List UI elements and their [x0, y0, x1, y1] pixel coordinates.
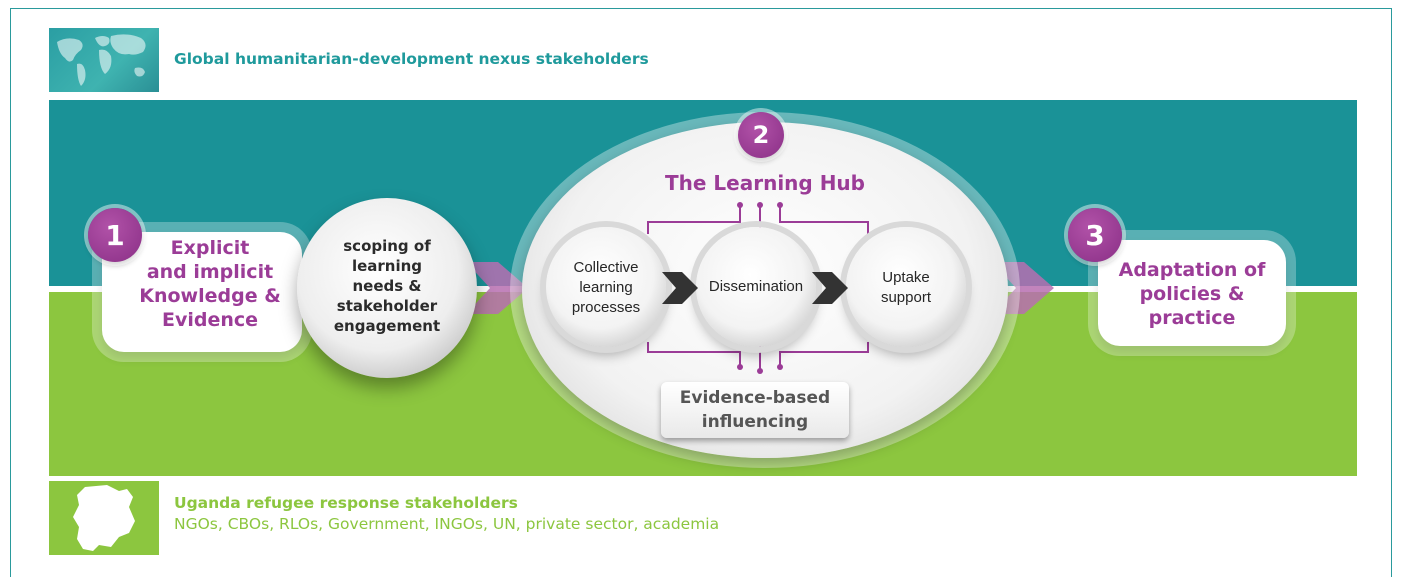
chevron-right-icon: [812, 272, 848, 304]
hub-step-line: support: [880, 289, 932, 306]
hub-step-dissemination: [696, 227, 816, 347]
stage3-card: [1098, 240, 1286, 346]
stage3-line: policies &: [1139, 283, 1245, 305]
world-map-icon: [49, 28, 159, 92]
hub-step-line: Collective: [573, 259, 639, 276]
scoping-line: needs &: [352, 277, 422, 295]
stage1-line: Explicit: [170, 237, 250, 259]
hub-step-line: processes: [571, 299, 641, 316]
hub-step-uptake: [846, 227, 966, 347]
stage1-line: Knowledge &: [139, 285, 281, 307]
scoping-line: learning: [351, 257, 423, 275]
arrow-right-icon: [466, 262, 528, 314]
hub-title: The Learning Hub: [665, 171, 865, 195]
step-number-badge: 1: [88, 208, 142, 262]
hub-step-uptake-text: Uptake support: [846, 268, 966, 308]
stage1-line: Evidence: [161, 309, 259, 331]
hub-step-line: Dissemination: [708, 278, 804, 295]
arrow-right-icon: [992, 262, 1054, 314]
scoping-circle: [297, 198, 477, 378]
step-number-badge: 2: [738, 112, 784, 158]
footer-subtitle: NGOs, CBOs, RLOs, Government, INGOs, UN,…: [174, 515, 720, 533]
footer-title: Uganda refugee response stakeholders: [174, 494, 518, 512]
uganda-map-icon: [49, 481, 159, 555]
scoping-line: engagement: [333, 317, 441, 335]
scoping-text: scoping of learning needs & stakeholder …: [300, 236, 474, 336]
header-title: Global humanitarian-development nexus st…: [174, 50, 649, 68]
scoping-line: stakeholder: [336, 297, 438, 315]
influencing-line: influencing: [701, 412, 809, 432]
hub-step-line: Uptake: [882, 269, 930, 286]
influencing-line: Evidence-based: [679, 388, 831, 408]
hub-step-dissemination-text: Dissemination: [690, 277, 822, 297]
stage1-text: Explicit and implicit Knowledge & Eviden…: [124, 236, 296, 332]
hub-step-line: learning: [579, 279, 633, 296]
hub-step-collective: [546, 227, 666, 347]
stage3-text: Adaptation of policies & practice: [1100, 258, 1284, 330]
scoping-line: scoping of: [343, 237, 431, 255]
step-number-badge: 3: [1068, 208, 1122, 262]
chevron-right-icon: [662, 272, 698, 304]
hub-step-collective-text: Collective learning processes: [546, 258, 666, 318]
stage3-line: Adaptation of: [1118, 259, 1266, 281]
influencing-text: Evidence-based influencing: [661, 386, 849, 434]
influencing-box: [661, 382, 849, 438]
stage1-line: and implicit: [146, 261, 274, 283]
stage3-line: practice: [1148, 307, 1236, 329]
